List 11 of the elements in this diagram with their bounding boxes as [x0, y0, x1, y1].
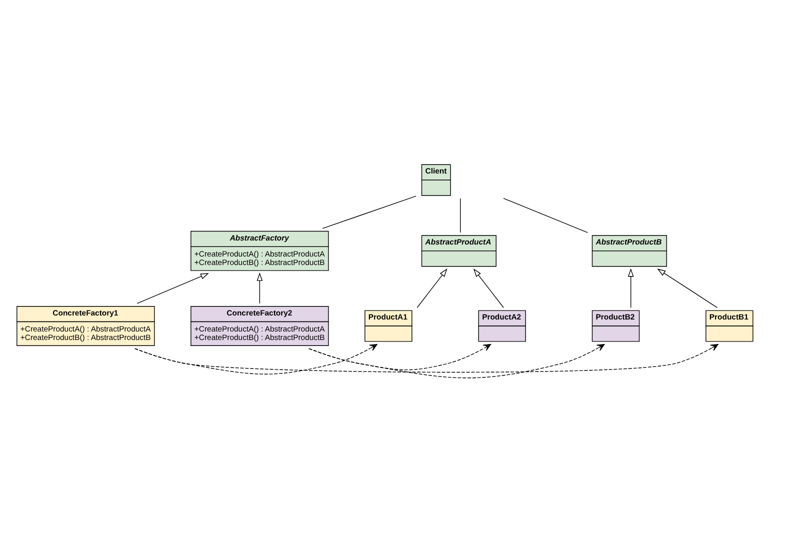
arrow — [628, 268, 634, 308]
arrow — [134, 344, 718, 373]
arrow — [416, 268, 448, 308]
arrow — [256, 272, 263, 304]
arrow — [308, 344, 605, 378]
connector — [322, 196, 416, 229]
connector — [460, 198, 461, 233]
arrow — [473, 268, 504, 308]
connector — [503, 198, 588, 233]
arrow — [136, 273, 209, 304]
arrow — [657, 268, 718, 308]
